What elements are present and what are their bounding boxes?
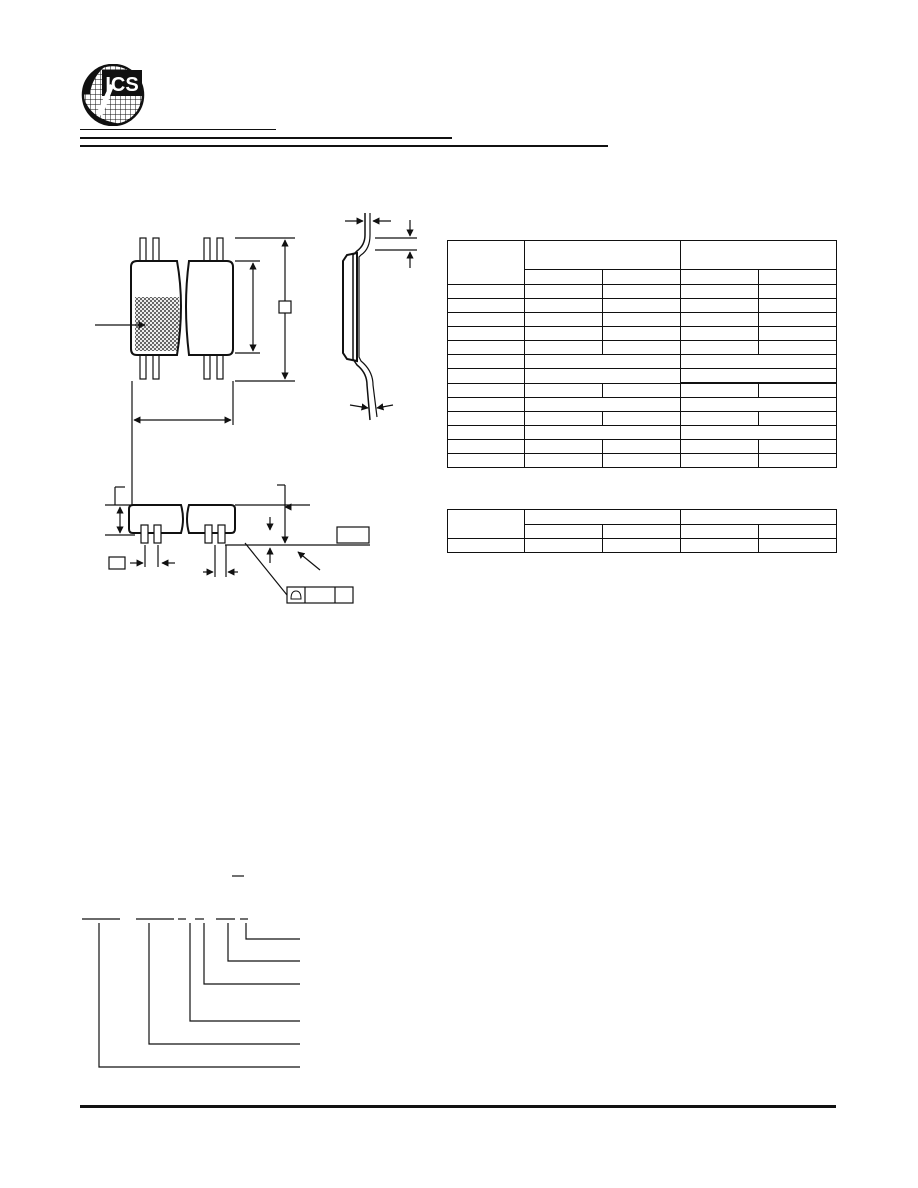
table-row — [447, 425, 837, 440]
table-subheader-cell — [758, 523, 837, 539]
ordering-leader-2 — [227, 923, 300, 962]
table-row — [447, 411, 837, 426]
table-header-cell — [524, 509, 681, 525]
ordering-leader-5 — [148, 923, 300, 1045]
table-row — [447, 397, 837, 412]
header-rule-long — [80, 145, 608, 147]
table-row — [447, 312, 837, 327]
header-rule-medium — [80, 137, 452, 139]
ordering-leader-4 — [189, 923, 300, 1022]
table-row — [447, 326, 837, 341]
lead-count-table — [447, 509, 837, 553]
table-header-cell — [524, 240, 681, 270]
table-row — [447, 340, 837, 355]
footer-rule — [80, 1105, 836, 1108]
table-subheader-cell — [758, 269, 837, 285]
table-subheader-cell — [680, 523, 759, 539]
ordering-information-diagram — [82, 875, 300, 1068]
ics-logo: ICS — [81, 64, 145, 126]
table-row — [447, 284, 837, 299]
table-subheader-cell — [602, 269, 681, 285]
ordering-leader-3 — [203, 923, 300, 985]
table-header-cell — [680, 240, 837, 270]
package-outline-drawing — [95, 213, 417, 604]
table-subheader-cell — [524, 269, 603, 285]
ordering-leader-1 — [245, 923, 300, 940]
header-rule-thin — [80, 129, 276, 130]
table-subheader-cell — [524, 523, 603, 539]
table-row — [447, 382, 837, 398]
table-row — [447, 538, 837, 553]
table-row — [447, 368, 837, 384]
table-row — [447, 439, 837, 454]
dimension-table — [447, 240, 837, 468]
table-header-cell — [447, 240, 525, 285]
table-row — [447, 453, 837, 468]
ordering-leader-6 — [98, 923, 300, 1068]
table-row — [447, 298, 837, 313]
table-subheader-cell — [602, 523, 681, 539]
table-header-cell — [447, 509, 525, 539]
logo-text: ICS — [105, 74, 138, 96]
table-subheader-cell — [680, 269, 759, 285]
table-row — [447, 354, 837, 369]
table-header-cell — [680, 509, 837, 525]
